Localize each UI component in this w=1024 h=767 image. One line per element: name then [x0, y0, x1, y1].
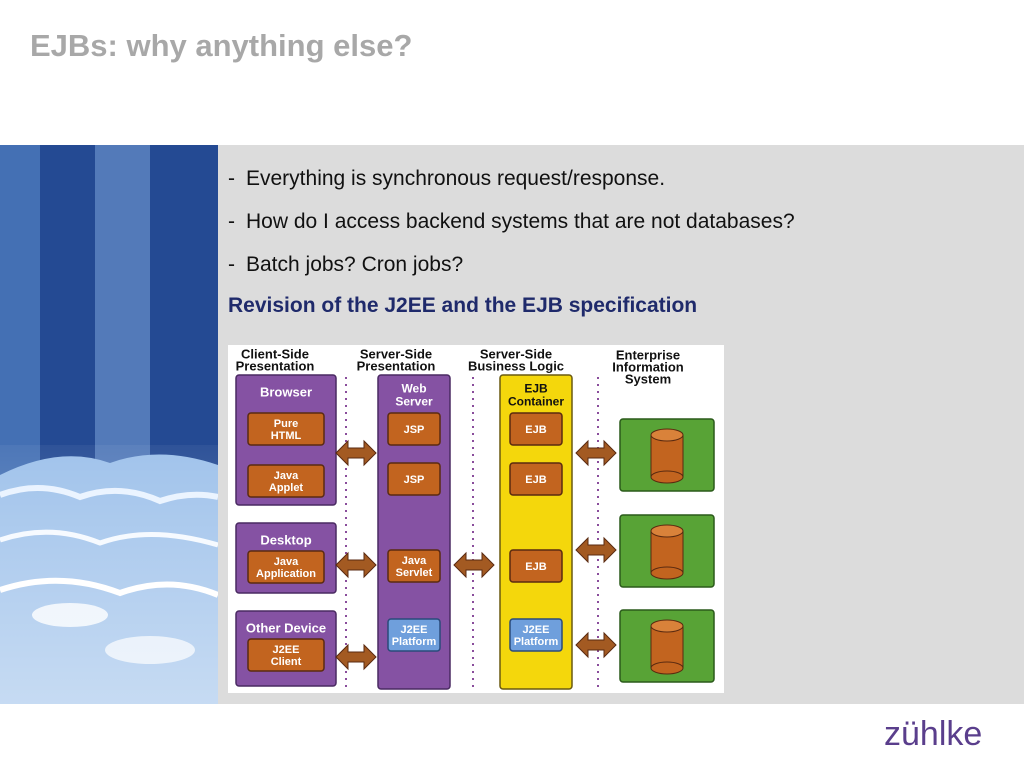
bullet-marker: -: [228, 253, 235, 276]
web-server-item-label: Java: [402, 555, 427, 567]
client-item-label: Applet: [269, 482, 304, 494]
ejb-item-label: EJB: [525, 424, 546, 436]
client-item-box: [247, 550, 325, 584]
column-header: Presentation: [357, 359, 436, 374]
column-header: Server-Side: [480, 347, 552, 362]
client-item-box: [247, 464, 325, 498]
database-icon-bottom: [650, 661, 684, 675]
client-item-label: Java: [274, 470, 299, 482]
highlight-text: Revision of the J2EE and the EJB specifi…: [228, 294, 698, 317]
web-platform-label: Platform: [392, 636, 437, 648]
bullet-marker: -: [228, 167, 235, 190]
client-group-title: Browser: [260, 385, 312, 400]
client-item-box: [247, 638, 325, 672]
client-item-label: Pure: [274, 418, 298, 430]
web-server-item: [387, 412, 441, 446]
ejb-platform-box: [509, 618, 563, 652]
column-header: Client-Side: [241, 347, 309, 362]
column-header: Enterprise: [616, 348, 680, 363]
client-group-title: Desktop: [260, 533, 311, 548]
double-arrow-icon: [575, 439, 617, 467]
web-server-item-label: Servlet: [396, 567, 433, 579]
zuhlke-logo: zühlke: [884, 715, 983, 753]
double-arrow-icon: [335, 551, 377, 579]
client-item-label: Client: [271, 656, 302, 668]
double-arrow-icon: [575, 631, 617, 659]
column-header: Presentation: [236, 359, 315, 374]
database-icon-bottom: [650, 470, 684, 484]
bullet-list: -Everything is synchronous request/respo…: [228, 165, 795, 294]
ejb-item: [509, 549, 563, 583]
database-icon-top: [650, 619, 684, 633]
ejb-item: [509, 462, 563, 496]
client-item-label: Java: [274, 556, 299, 568]
web-server-box: [377, 374, 451, 690]
double-arrow-icon: [453, 551, 495, 579]
database-icon-top: [650, 428, 684, 442]
client-item-box: [247, 412, 325, 446]
bullet-item: -Batch jobs? Cron jobs?: [228, 251, 795, 294]
web-platform-box: [387, 618, 441, 652]
slide-title: EJBs: why anything else?: [30, 28, 413, 63]
bullet-text: How do I access backend systems that are…: [246, 210, 795, 233]
web-server-item: [387, 549, 441, 583]
web-server-item: [387, 462, 441, 496]
puzzle-photo-art: [0, 145, 218, 704]
database-icon-top: [650, 524, 684, 538]
client-group-title: Other Device: [246, 621, 326, 636]
database-icon-body: [650, 625, 684, 669]
client-item-label: HTML: [271, 430, 302, 442]
web-server-item-label: JSP: [404, 424, 425, 436]
web-server-title: Server: [395, 395, 433, 409]
ejb-container-title: EJB: [524, 382, 548, 396]
puzzle-photo: [0, 145, 218, 704]
web-server-item-label: JSP: [404, 474, 425, 486]
column-header: System: [625, 372, 671, 387]
ejb-container-title: Container: [508, 395, 564, 409]
web-server-title: Web: [401, 382, 426, 396]
bullet-text: Everything is synchronous request/respon…: [246, 167, 666, 190]
column-header: Information: [612, 360, 684, 375]
bullet-item: -Everything is synchronous request/respo…: [228, 165, 795, 208]
bullet-marker: -: [228, 210, 235, 233]
ejb-container-box: [499, 374, 573, 690]
double-arrow-icon: [335, 643, 377, 671]
database-icon-bottom: [650, 566, 684, 580]
client-item-label: Application: [256, 568, 316, 580]
ejb-platform-label: J2EE: [523, 624, 550, 636]
ejb-item: [509, 412, 563, 446]
column-header: Business Logic: [468, 359, 564, 374]
ejb-item-label: EJB: [525, 474, 546, 486]
bullet-text: Batch jobs? Cron jobs?: [246, 253, 464, 276]
double-arrow-icon: [335, 439, 377, 467]
ejb-platform-label: Platform: [514, 636, 559, 648]
web-platform-label: J2EE: [401, 624, 428, 636]
double-arrow-icon: [575, 536, 617, 564]
column-header: Server-Side: [360, 347, 432, 362]
architecture-svg: Client-SidePresentationServer-SidePresen…: [235, 347, 715, 690]
client-item-label: J2EE: [273, 644, 300, 656]
bullet-item: -How do I access backend systems that ar…: [228, 208, 795, 251]
ejb-item-label: EJB: [525, 561, 546, 573]
content-panel: -Everything is synchronous request/respo…: [218, 145, 1024, 704]
